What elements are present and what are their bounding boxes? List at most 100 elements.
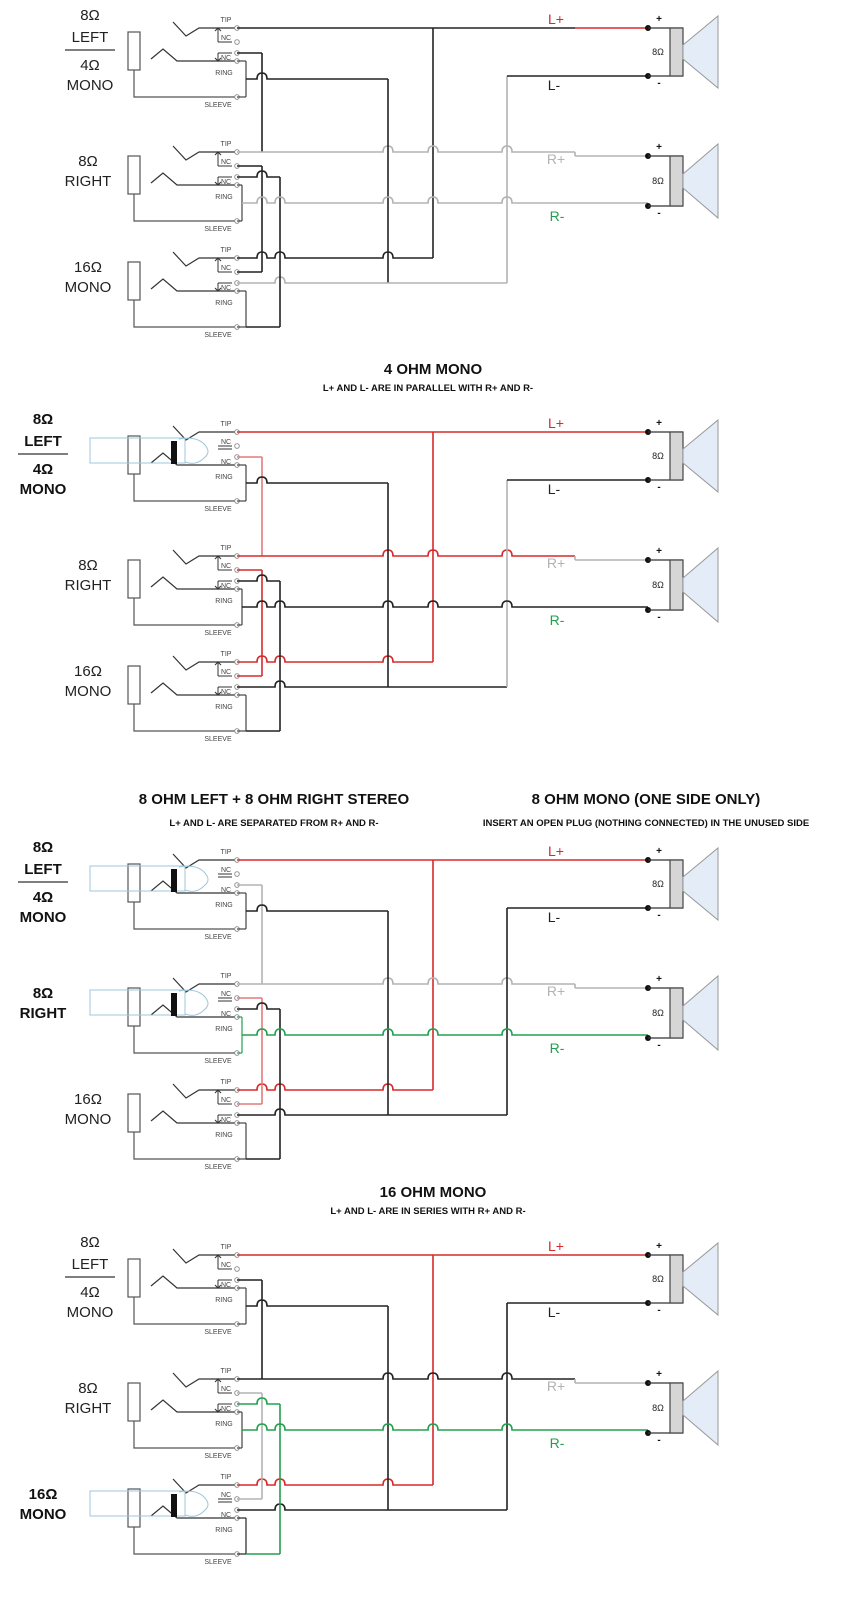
pin-label-nc: NC: [221, 1406, 231, 1413]
wire-label-l-plus: L+: [548, 415, 564, 431]
jack-label-channel: MONO: [65, 1111, 112, 1128]
tip-spring: [172, 1478, 237, 1494]
pin-label-nc: NC: [221, 459, 231, 466]
jack-label-channel: RIGHT: [20, 1005, 67, 1022]
pin-label-nc: NC: [221, 285, 231, 292]
pin-label-ring: RING: [215, 70, 233, 77]
nc-arrow-up-icon: [214, 1378, 222, 1383]
wire-j1-ring: [246, 904, 388, 912]
wire-label-r-plus: R+: [547, 151, 565, 167]
pin-label-nc: NC: [221, 669, 231, 676]
speaker: +-8Ω: [645, 846, 719, 922]
pin-label-ring: RING: [215, 1421, 233, 1428]
pin-label-ring: RING: [215, 300, 233, 307]
tip-spring: [172, 1372, 237, 1388]
wire-r-plus: [237, 145, 575, 153]
pin-label-sleeve: SLEEVE: [204, 506, 232, 513]
nc-arrow-down-icon: [214, 1408, 222, 1413]
speaker-plus-label: +: [656, 418, 662, 429]
jack-label-channel: LEFT: [24, 433, 62, 450]
jack-label-channel: MONO: [65, 279, 112, 296]
jack-label-impedance: 16Ω: [74, 259, 102, 276]
speaker-magnet: [669, 431, 684, 481]
speaker-impedance-label: 8Ω: [652, 879, 664, 889]
ring-spring: [150, 1275, 237, 1289]
section-subtitle: L+ AND L- ARE SEPARATED FROM R+ AND R-: [169, 818, 378, 829]
pin-label-nc: NC: [221, 1117, 231, 1124]
pin-label-nc: NC: [221, 583, 231, 590]
plug-outline: [89, 1490, 186, 1517]
jack-body: [127, 863, 141, 903]
wire-j3-tip: [237, 655, 433, 663]
speaker-impedance-label: 8Ω: [652, 1008, 664, 1018]
speaker-impedance-label: 8Ω: [652, 451, 664, 461]
wire-r-plus: [237, 549, 575, 557]
jack-label-channel: MONO: [65, 683, 112, 700]
pin-label-tip: TIP: [221, 1079, 232, 1086]
nc-arrow-down-icon: [214, 1284, 222, 1289]
speaker: +-8Ω: [645, 974, 719, 1052]
jack-body: [127, 1382, 141, 1422]
pin-label-sleeve: SLEEVE: [204, 1559, 232, 1566]
jack-label-mode: MONO: [20, 909, 67, 926]
speaker: +-8Ω: [645, 142, 719, 220]
tip-spring: [172, 549, 237, 565]
pin-label-tip: TIP: [221, 973, 232, 980]
pin-label-nc: NC: [221, 179, 231, 186]
jack-label-impedance: 8Ω: [33, 985, 53, 1002]
speaker-plus-label: +: [656, 1241, 662, 1252]
pin-label-nc: NC: [221, 1512, 231, 1519]
pin-label-nc: NC: [221, 689, 231, 696]
section-title: 8 OHM LEFT + 8 OHM RIGHT STEREO: [139, 791, 410, 808]
plug-tip: [178, 1490, 209, 1517]
speaker-plus-label: +: [656, 846, 662, 857]
plug-collar: [171, 993, 177, 1016]
pin-label-ring: RING: [215, 598, 233, 605]
pin-label-nc: NC: [221, 867, 231, 874]
ring-spring: [150, 48, 237, 62]
jack-label-impedance: 8Ω: [80, 1234, 100, 1251]
sleeve-contact: [133, 902, 237, 930]
jack-body: [127, 435, 141, 475]
pin-label-tip: TIP: [221, 17, 232, 24]
speaker-plus-label: +: [656, 142, 662, 153]
speaker-plus-label: +: [656, 546, 662, 557]
jack-label-impedance: 8Ω: [78, 557, 98, 574]
pin-label-ring: RING: [215, 474, 233, 481]
wire-label-l-minus: L-: [548, 481, 561, 497]
pin-label-nc: NC: [221, 1282, 231, 1289]
pin-label-nc: NC: [221, 1492, 231, 1499]
pin-label-tip: TIP: [221, 1244, 232, 1251]
plug-tip: [178, 865, 209, 892]
jack-label-impedance: 8Ω: [33, 839, 53, 856]
speaker: +-8Ω: [645, 14, 719, 90]
speaker-impedance-label: 8Ω: [652, 580, 664, 590]
jack-label-channel: LEFT: [72, 1256, 109, 1273]
wire-j2-nc2: [237, 1002, 280, 1010]
wire-j2-nc2: [237, 1397, 280, 1405]
pin-label-sleeve: SLEEVE: [204, 1329, 232, 1336]
pin-terminal: [234, 39, 240, 45]
jack-label-channel: RIGHT: [65, 173, 112, 190]
nc-arrow-down-icon: [214, 57, 222, 62]
speaker-impedance-label: 8Ω: [652, 47, 664, 57]
speaker: +-8Ω: [645, 1369, 719, 1447]
jack-label-impedance-alt: 4Ω: [33, 461, 53, 478]
wire-j3-tip: [237, 251, 433, 259]
pin-label-sleeve: SLEEVE: [204, 102, 232, 109]
jack-body: [127, 559, 141, 599]
wire-j3-tip: [237, 1083, 433, 1091]
jack-body: [127, 1093, 141, 1133]
plug-collar: [171, 441, 177, 464]
speaker-impedance-label: 8Ω: [652, 176, 664, 186]
wire-j2-nc2: [237, 170, 280, 178]
ring-spring: [150, 576, 237, 590]
pin-label-ring: RING: [215, 902, 233, 909]
pin-label-sleeve: SLEEVE: [204, 736, 232, 743]
